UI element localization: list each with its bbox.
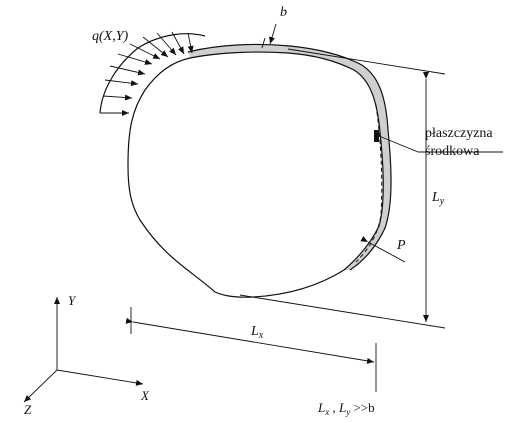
- midplane-label-line1: płaszczyzna: [425, 126, 493, 141]
- thickness-indicator: [261, 23, 277, 49]
- midplane-marker: [374, 130, 379, 142]
- point-label: P: [396, 238, 406, 253]
- extension-line-top: [287, 48, 446, 75]
- thickness-label: b: [280, 5, 287, 20]
- load-arrows: [100, 31, 194, 116]
- coordinate-axes: [23, 297, 144, 403]
- dim-x-line: [125, 317, 375, 364]
- load-label: q(X,Y): [92, 29, 129, 44]
- dim-x-label: Lx: [250, 324, 264, 341]
- size-condition: Lx , Ly >>b: [317, 400, 375, 417]
- midplane-label-line2: środkowa: [425, 144, 480, 159]
- plate-thickness-band: [188, 44, 392, 270]
- midplane-dashed-line: [355, 104, 383, 263]
- load-envelope: [99, 33, 206, 114]
- dim-y-label: Ly: [431, 190, 445, 207]
- point-leader: [360, 236, 406, 263]
- midplane-leader: [378, 135, 419, 153]
- axis-x-label: X: [140, 388, 150, 403]
- extension-line-bottom: [239, 294, 446, 329]
- plate-outer-contour: [187, 43, 392, 271]
- axis-y-label: Y: [68, 293, 77, 308]
- plate-outline: [127, 51, 384, 298]
- axis-z-label: Z: [24, 402, 32, 417]
